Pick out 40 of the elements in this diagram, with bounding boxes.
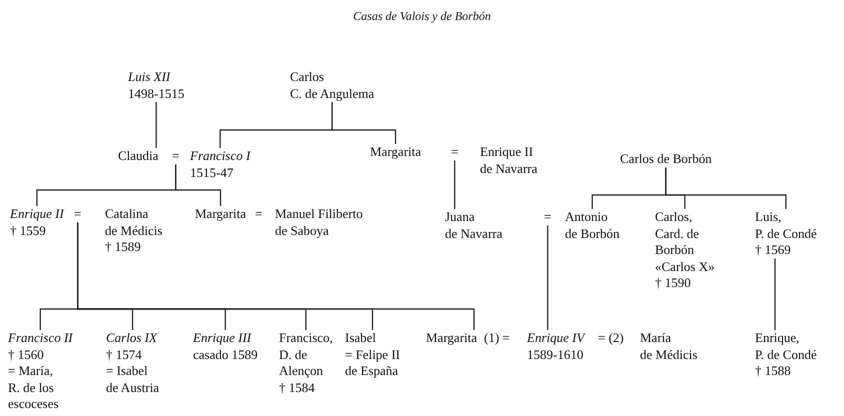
person-name: Enrique IV 1589-1610 [527, 330, 584, 363]
diagram-title: Casas de Valois y de Borbón [352, 8, 492, 24]
person-name: Isabel = Felipe II de España [345, 330, 400, 380]
person-name: Carlos, Card. de Borbón «Carlos X» † 1590 [655, 209, 715, 292]
person-name: Enrique, P. de Condé † 1588 [755, 330, 817, 380]
person-name: Catalina de Médicis † 1589 [105, 206, 162, 256]
marriage-sign: = [544, 209, 552, 226]
person-name: Francisco II † 1560 = María, R. de los escoceses [8, 330, 73, 412]
person-name: Carlos de Borbón [620, 151, 712, 168]
person-name: Manuel Filiberto de Saboya [275, 206, 363, 239]
person-name: Enrique II de Navarra [480, 144, 538, 177]
marriage-sign: = [172, 148, 180, 164]
person-name: Margarita [195, 206, 246, 222]
person-name: Luis XII 1498-1515 [128, 69, 184, 102]
family-line [77, 222, 475, 330]
marriage-sign: = [74, 206, 82, 222]
family-line [331, 102, 396, 144]
marriage-sign: = (2) [598, 330, 624, 346]
person-name: Juana de Navarra [445, 209, 502, 242]
person-name: María de Médicis [640, 330, 698, 363]
marriage-sign: = [451, 144, 458, 160]
person-name: Francisco, D. de Alençon † 1584 [279, 330, 333, 396]
person-name: Francisco I 1515-47 [190, 148, 250, 181]
person-name: Margarita [426, 330, 478, 346]
person-name: Antonio de Borbón [565, 209, 620, 242]
marriage-sign: (1) = [484, 330, 510, 346]
person-name: Luis, P. de Condé † 1569 [755, 209, 817, 258]
person-name: Carlos IX † 1574 = Isabel de Austria [106, 330, 160, 396]
family-line [454, 160, 456, 209]
marriage-sign: = [255, 206, 262, 222]
family-line [156, 102, 157, 148]
person-name: Enrique II † 1559 [10, 206, 64, 239]
family-line [547, 226, 548, 330]
person-name: Enrique III casado 1589 [193, 330, 258, 363]
family-line [175, 164, 222, 206]
family-line [774, 258, 776, 330]
person-name: Carlos C. de Angulema [290, 69, 374, 102]
family-line [665, 168, 786, 209]
person-name: Claudia [118, 148, 158, 164]
person-name: Margarita [370, 144, 422, 160]
